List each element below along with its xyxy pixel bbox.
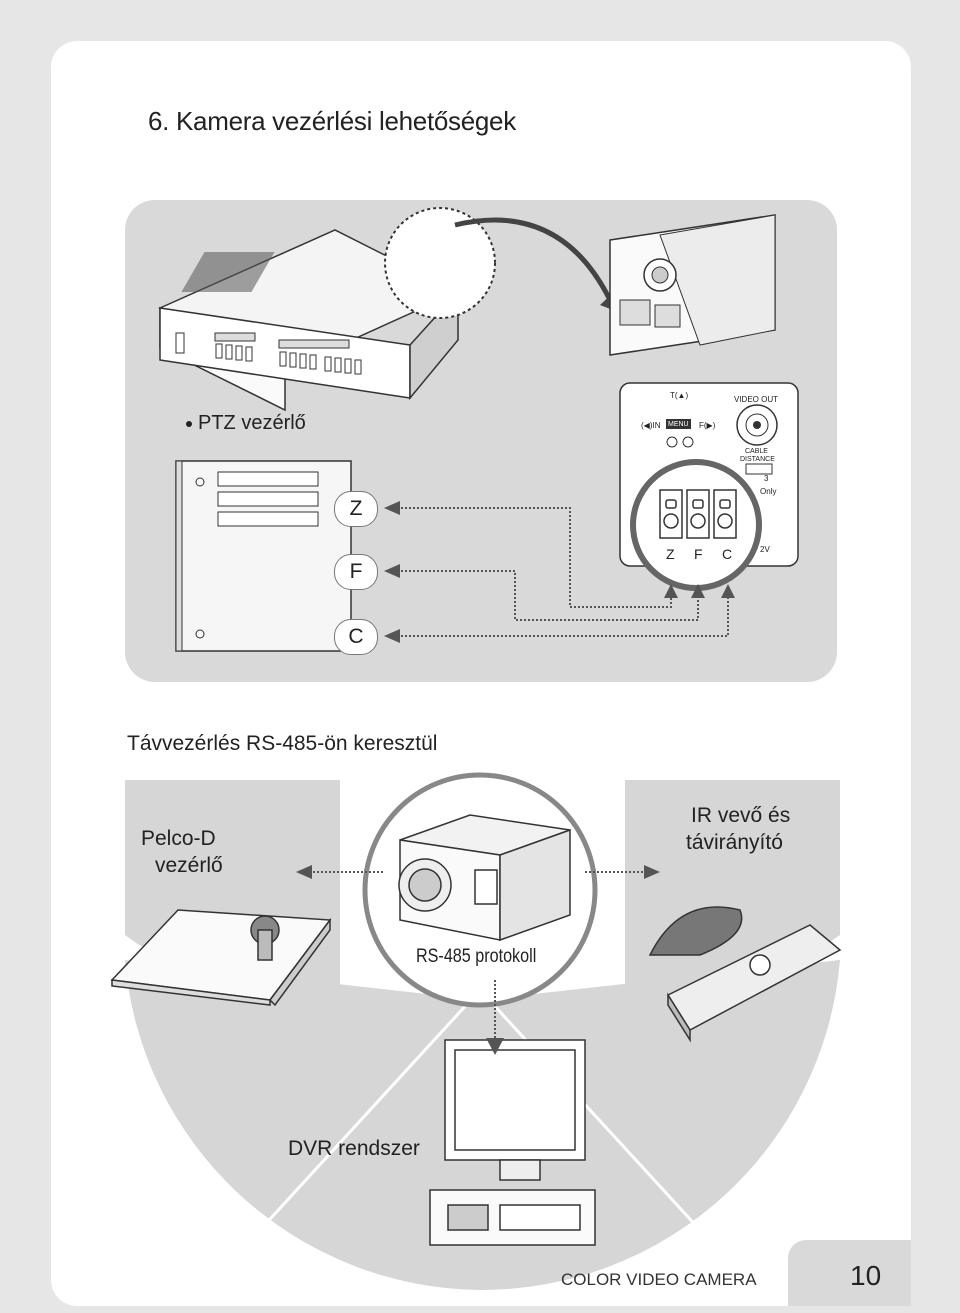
- label-video-out: VIDEO OUT: [734, 395, 779, 404]
- panel-term-z: Z: [666, 546, 675, 562]
- label-t: T(▲): [670, 391, 689, 400]
- rack-controller-illustration: [175, 460, 352, 652]
- camera-back-illustration: [609, 214, 776, 356]
- page-number-tab: [788, 1240, 911, 1306]
- wiring: [393, 507, 729, 637]
- protocol-label: RS-485 protokoll: [416, 946, 537, 967]
- terminal-f-badge: F: [334, 554, 378, 590]
- dvr-label: DVR rendszer: [288, 1137, 420, 1160]
- section-title: Távvezérlés RS-485-ön keresztül: [127, 732, 438, 755]
- zoom-camera-illustration: [398, 814, 571, 942]
- panel-term-f: F: [694, 546, 703, 562]
- label-menu: MENU: [668, 421, 689, 428]
- label-only: Only: [760, 487, 777, 496]
- ir-remote-illustration: [648, 906, 842, 1043]
- label-f: F(▶): [699, 421, 716, 430]
- label-in: (◀)IN: [641, 421, 661, 430]
- label-12v: 2V: [760, 545, 770, 554]
- label-cable: CABLE: [745, 448, 768, 455]
- label-three: 3: [764, 474, 769, 483]
- ir-label-line1: IR vevő és: [691, 804, 791, 827]
- dvr-illustration: [429, 1039, 596, 1246]
- ir-label-line2: távirányító: [686, 831, 783, 854]
- panel-term-c: C: [722, 546, 733, 562]
- ptz-label-text: PTZ vezérlő: [198, 412, 306, 434]
- terminal-block-illustration: [659, 489, 737, 539]
- footer-text: COLOR VIDEO CAMERA: [561, 1270, 757, 1289]
- page-title: 6. Kamera vezérlési lehetőségek: [148, 106, 516, 136]
- label-distance: DISTANCE: [740, 456, 775, 463]
- pelco-label-line1: Pelco-D: [141, 827, 216, 850]
- bullet-icon: [186, 420, 192, 427]
- pelco-keyboard-illustration: [110, 909, 332, 1007]
- ptz-controller-illustration: [158, 229, 460, 412]
- pelco-label-line2: vezérlő: [155, 854, 223, 877]
- terminal-z-badge: Z: [334, 491, 378, 527]
- page-number: 10: [850, 1260, 882, 1291]
- ptz-controller-label: PTZ vezérlő: [186, 412, 306, 435]
- terminal-c-badge: C: [334, 619, 378, 655]
